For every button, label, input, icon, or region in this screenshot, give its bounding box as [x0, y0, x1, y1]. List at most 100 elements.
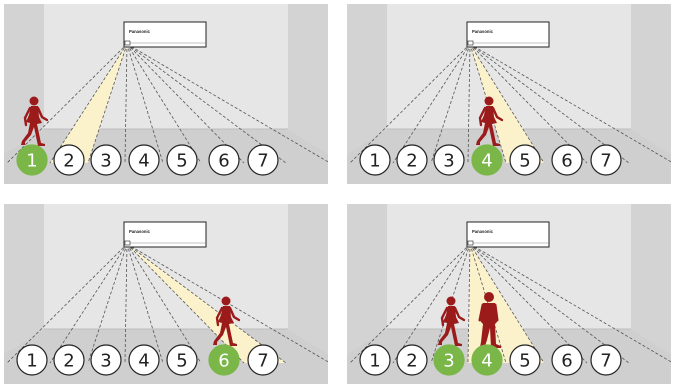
person-arm	[36, 106, 49, 122]
zone-label: 6	[561, 151, 572, 172]
zone-label: 3	[100, 351, 111, 372]
person-arm	[228, 306, 241, 322]
zone-circle	[90, 144, 122, 176]
sensor-beam-line	[49, 243, 128, 364]
sensor-beam-line	[430, 43, 471, 164]
zone-label: 2	[63, 351, 74, 372]
zone-4: 4	[128, 144, 160, 176]
sensor-beam-line	[469, 243, 671, 363]
sensor-beam-line	[126, 43, 328, 163]
sensor-beam-line	[469, 43, 588, 164]
zone-circle	[551, 144, 583, 176]
person-arm	[453, 306, 466, 322]
sensor-beam-line	[469, 43, 671, 163]
zone-label: 5	[519, 351, 530, 372]
right-wall	[288, 204, 328, 354]
zone-1: 1	[16, 144, 48, 176]
zone-7: 7	[247, 144, 279, 176]
zone-2: 2	[396, 344, 428, 376]
zone-4: 4	[128, 344, 160, 376]
zone-3: 3	[90, 144, 122, 176]
zone-4: 4	[471, 344, 503, 376]
sensor-beam-line	[126, 43, 164, 164]
person-head	[484, 96, 494, 106]
person-arm	[23, 106, 32, 127]
zone-circle	[471, 344, 503, 376]
ac-sensor	[467, 240, 474, 246]
zone-circle	[509, 144, 541, 176]
person-body	[213, 306, 237, 346]
zone-circle	[128, 144, 160, 176]
sensor-beam-line	[392, 243, 471, 364]
zone-5: 5	[166, 344, 198, 376]
zone-circle	[433, 344, 465, 376]
person-arm	[478, 303, 485, 322]
sensor-beam-line	[469, 43, 630, 164]
sensor-beam-line	[126, 43, 287, 164]
zone-label: 3	[443, 151, 454, 172]
sensor-beam-active	[127, 244, 286, 363]
zone-circle	[590, 344, 622, 376]
person-head	[29, 96, 39, 106]
right-wall	[631, 204, 671, 354]
zone-circle	[53, 144, 85, 176]
sensor-beam-line	[469, 43, 545, 164]
zone-3: 3	[90, 344, 122, 376]
sensor-beam-line	[469, 243, 545, 364]
person-arm	[440, 306, 449, 327]
sensor-beam-line	[6, 243, 128, 364]
zone-4: 4	[471, 144, 503, 176]
zone-circle	[247, 144, 279, 176]
zone-circle	[16, 144, 48, 176]
person-body	[438, 306, 462, 346]
zone-circle	[128, 344, 160, 376]
brand-logo: Panasonic	[129, 29, 151, 34]
right-wall	[288, 4, 328, 154]
zone-circle	[16, 344, 48, 376]
zone-circle	[359, 344, 391, 376]
zone-circle	[433, 144, 465, 176]
sensor-beam-line	[87, 243, 128, 364]
zone-circle	[551, 344, 583, 376]
zone-2: 2	[396, 144, 428, 176]
person-woman	[476, 96, 504, 146]
zone-7: 7	[247, 344, 279, 376]
zone-circle	[53, 344, 85, 376]
ac-sensor	[124, 40, 131, 46]
zone-6: 6	[208, 344, 240, 376]
left-wall	[347, 204, 387, 354]
zone-label: 4	[138, 151, 149, 172]
zone-6: 6	[208, 144, 240, 176]
floor	[4, 329, 328, 384]
zone-1: 1	[359, 344, 391, 376]
sensor-beam-line	[392, 43, 471, 164]
sensor-beam-line	[6, 43, 128, 164]
zone-5: 5	[509, 344, 541, 376]
person-head	[484, 292, 494, 302]
sensor-beam-line	[469, 243, 630, 364]
zone-label: 1	[26, 351, 37, 372]
zone-circle	[166, 144, 198, 176]
person-woman	[21, 96, 49, 146]
person-arm	[491, 106, 504, 122]
zone-label: 5	[176, 151, 187, 172]
person-arm	[493, 303, 499, 322]
zone-label: 7	[600, 151, 611, 172]
zone-circle	[208, 144, 240, 176]
air-conditioner: Panasonic	[466, 21, 550, 48]
zone-6: 6	[551, 144, 583, 176]
zone-5: 5	[166, 144, 198, 176]
person-arm	[478, 106, 487, 127]
zone-label: 4	[481, 351, 492, 372]
floor	[4, 129, 328, 184]
zone-circle	[90, 344, 122, 376]
zone-label: 6	[218, 351, 229, 372]
zone-circle	[208, 344, 240, 376]
person-body	[21, 106, 45, 146]
left-wall	[347, 4, 387, 154]
